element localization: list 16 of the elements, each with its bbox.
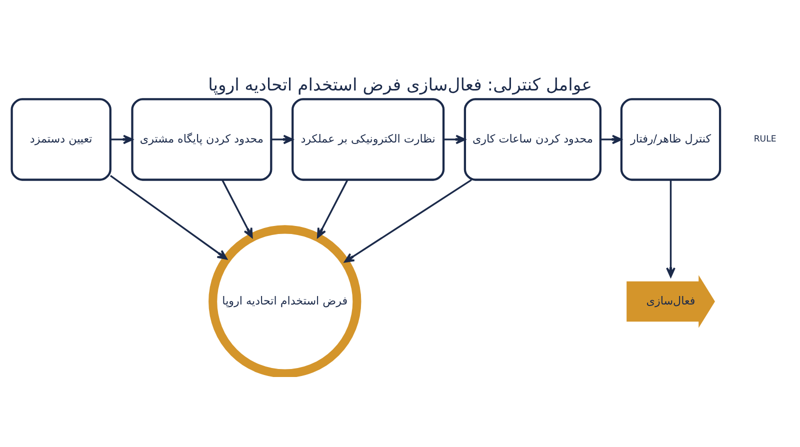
label: RULE — [754, 134, 776, 145]
node-box: تعیین دستمزد — [10, 98, 112, 181]
arrow — [110, 175, 228, 260]
arrow — [222, 180, 253, 238]
node-box: محدود کردن پایگاه مشتری — [131, 98, 272, 181]
arrow — [271, 134, 294, 144]
node-box: محدود کردن ساعات کاری — [464, 98, 602, 181]
arrow — [666, 180, 676, 278]
arrow — [110, 134, 134, 144]
arrow — [444, 134, 466, 144]
node-box: نظارت الکترونیکی بر عملکرد — [292, 98, 445, 181]
arrow — [344, 179, 472, 263]
diagram-title: عوامل کنترلی: فعال‌سازی فرض استخدام اتحادیه اروپا — [208, 76, 592, 96]
arrow — [600, 134, 622, 144]
node-box: کنترل ظاهر/رفتار — [620, 98, 722, 181]
arrow — [316, 180, 348, 238]
